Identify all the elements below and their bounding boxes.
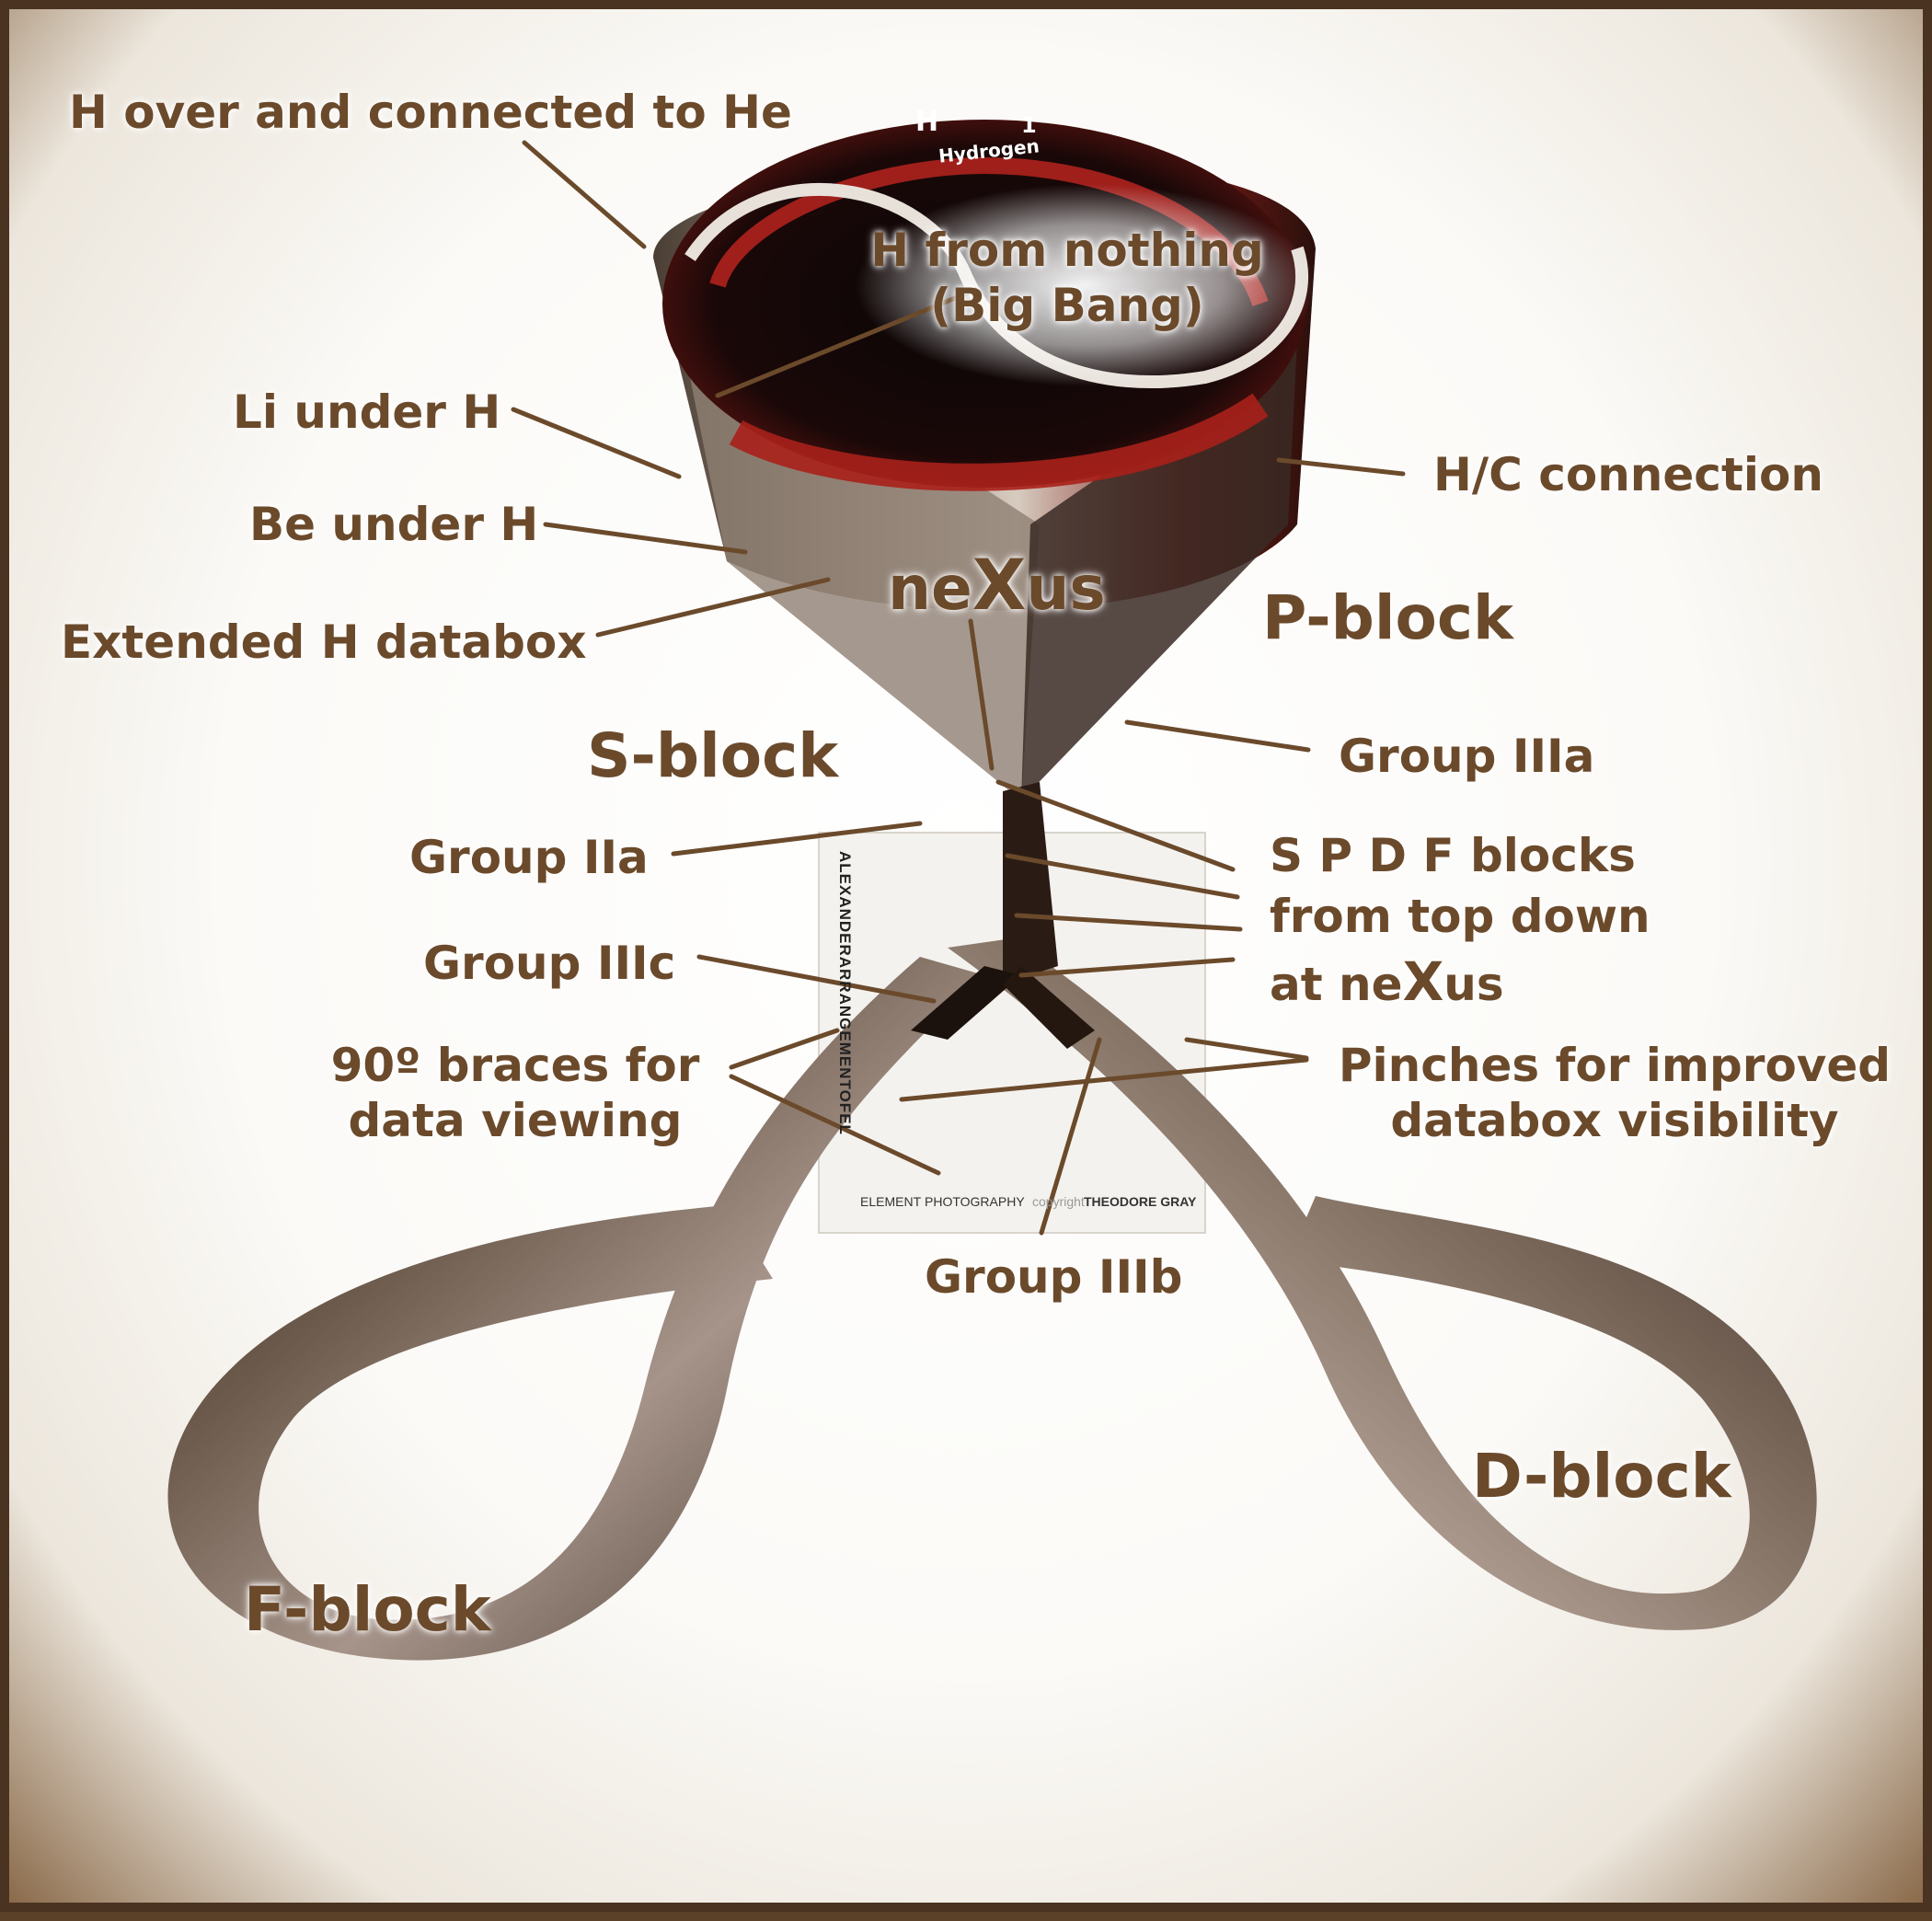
label-extended-h-databox: Extended H databox	[61, 615, 587, 669]
label-spdf-line2: from top down	[1270, 890, 1650, 943]
label-braces-line2: data viewing	[348, 1094, 683, 1147]
card-footer-element: ELEMENT	[860, 1194, 922, 1209]
label-pinches: Pinches for improved databox visibility	[1334, 1038, 1895, 1148]
label-pinches-line1: Pinches for improved	[1338, 1039, 1892, 1092]
card-vertical-text: ALEXANDERARRANGEMENTOFEL	[836, 851, 854, 1135]
nexus-suffix: us	[1026, 553, 1106, 624]
label-group-iiib: Group IIIb	[925, 1250, 1183, 1304]
label-d-block: D-block	[1472, 1441, 1731, 1512]
label-hc-connection: H/C connection	[1433, 448, 1823, 501]
nexus-prefix: ne	[888, 553, 972, 624]
label-h-over-he: H over and connected to He	[69, 86, 792, 139]
card-footer-photography: PHOTOGRAPHY	[925, 1194, 1025, 1209]
label-group-iia: Group IIa	[409, 831, 649, 884]
f-block-loop	[167, 957, 985, 1661]
spdf-line3-x: X	[1402, 950, 1444, 1013]
label-group-iiic: Group IIIc	[423, 937, 676, 990]
d-block-loop	[948, 938, 1817, 1630]
label-pinches-line2: databox visibility	[1390, 1094, 1839, 1147]
label-nexus: neXus	[888, 543, 1106, 627]
spdf-line3-suffix: us	[1443, 958, 1504, 1011]
strip-h-symbol: H	[915, 106, 939, 138]
label-spdf-line1: S P D F blocks	[1270, 829, 1636, 882]
spdf-line3-prefix: at ne	[1270, 958, 1403, 1011]
label-h-from-nothing: H from nothing (Big Bang)	[833, 223, 1302, 333]
card-footer-author: THEODORE GRAY	[1084, 1194, 1197, 1209]
card-footer-copyright: copyright	[1032, 1194, 1085, 1209]
leader-lines	[511, 140, 1406, 1236]
diagram-artwork	[167, 120, 1817, 1661]
strip-h-number: 1	[1021, 112, 1037, 138]
cylinder	[653, 120, 1316, 800]
label-f-block: F-block	[244, 1574, 491, 1645]
label-group-iiia: Group IIIa	[1339, 730, 1595, 783]
label-s-block: S-block	[587, 720, 839, 791]
label-h-from-nothing-line1: H from nothing	[870, 224, 1264, 277]
label-h-from-nothing-line2: (Big Bang)	[930, 279, 1204, 332]
label-p-block: P-block	[1262, 582, 1513, 653]
label-li-under-h: Li under H	[233, 385, 501, 439]
nexus-x: X	[972, 544, 1027, 626]
nexus-crossing	[911, 782, 1095, 1049]
label-spdf-blocks: S P D F blocks from top down at neXus	[1270, 825, 1650, 1018]
label-spdf-line3: at neXus	[1270, 947, 1650, 1018]
label-braces: 90º braces for data viewing	[308, 1038, 722, 1148]
label-braces-line1: 90º braces for	[330, 1039, 700, 1092]
label-be-under-h: Be under H	[249, 498, 539, 551]
